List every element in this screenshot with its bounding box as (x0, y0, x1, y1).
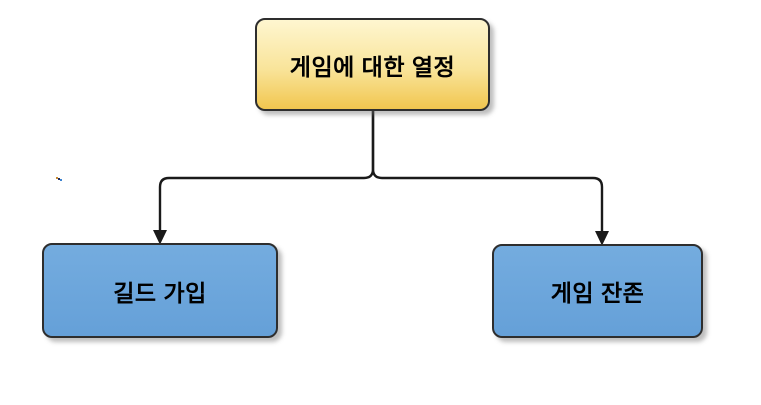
artifact-pixel (60, 179, 62, 181)
node-game-retention: 게임 잔존 (492, 244, 703, 338)
arrowhead-down-left-icon (153, 230, 167, 245)
stray-pixel-artifact (56, 176, 63, 182)
artifact-pixel (56, 177, 58, 179)
artifact-pixel (58, 178, 60, 180)
node-guild-join-label: 길드 가입 (113, 279, 207, 306)
node-root-passion: 게임에 대한 열정 (255, 18, 490, 111)
node-guild-join: 길드 가입 (42, 243, 278, 338)
connector-right (371, 111, 604, 231)
node-root-label: 게임에 대한 열정 (289, 53, 456, 80)
arrowhead-down-right-icon (595, 231, 609, 246)
connector-left (158, 111, 375, 231)
node-game-retention-label: 게임 잔존 (550, 280, 645, 306)
